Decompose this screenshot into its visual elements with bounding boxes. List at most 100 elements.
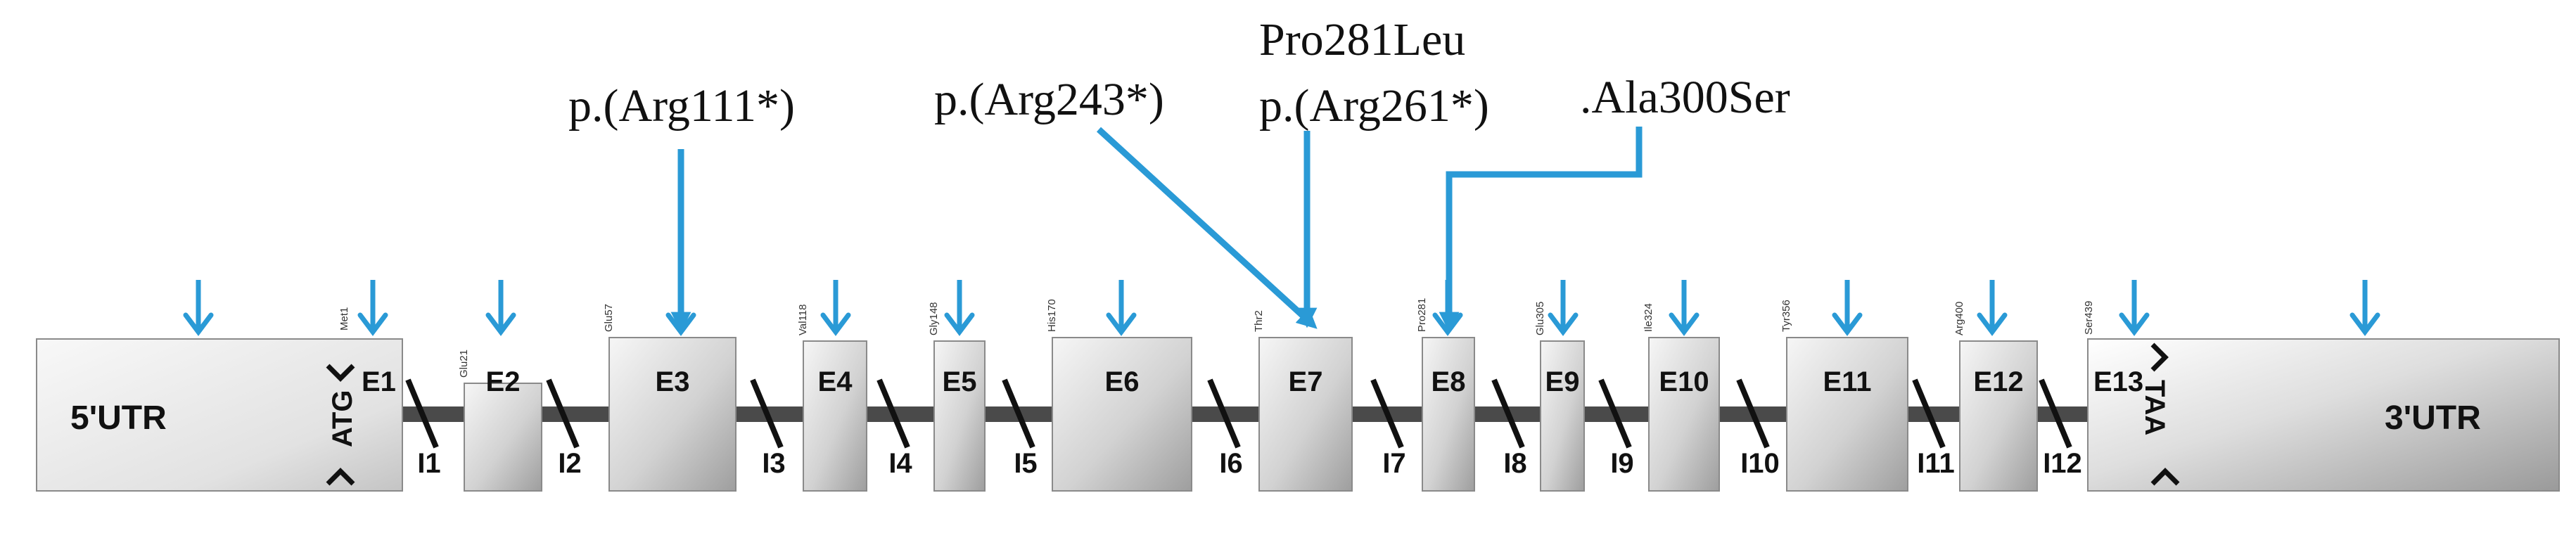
intron-label: I12 [2043,448,2082,479]
variant-label-pro281leu: Pro281Leu [1259,14,1465,65]
exon-residue-label: Pro281 [1416,298,1428,332]
variant-arrow-ala300ser [1439,127,1643,333]
exon-label: E13 [2093,366,2143,397]
intron-i11: I11 [1912,378,1955,479]
variant-label-ala300ser: .Ala300Ser [1580,72,1790,123]
exon-residue-label: Arg400 [1953,302,1965,335]
exon-boundary-arrow-icon [2349,280,2380,336]
exon-box [1052,337,1192,492]
start-codon-marker: ATG [326,364,358,486]
intron-i3: I3 [750,378,786,479]
exon-boundary-arrow-icon [485,280,516,336]
exon-e8: E8 Pro281 [1416,298,1475,492]
stop-codon-lower-chevron-icon [2150,468,2180,486]
intron-break-mark [546,378,580,449]
exon-boundary-arrow-icon [357,280,388,336]
exon-box [1422,337,1475,492]
exon-box [1540,340,1585,492]
intron-label: I7 [1382,448,1405,479]
intron-break-mark [750,378,784,449]
exon-residue-label: His170 [1046,299,1058,332]
exon-boundary-arrow-icon [183,280,214,336]
exon-label: E1 [362,366,396,397]
exon-label: E8 [1432,366,1466,397]
intron-label: I2 [558,448,581,479]
exon-residue-label: Val118 [797,305,809,335]
variant-label-arg261: p.(Arg261*) [1259,80,1489,132]
utr-5-region: 5'UTR [36,338,403,492]
exon-e5: E5 Gly148 [928,302,986,492]
exon-boundary-arrow-icon [820,280,851,336]
exon-residue-label: Glu305 [1534,302,1546,335]
intron-i6: I6 [1207,378,1243,479]
exon-e2: E2 Glu21 [458,350,542,492]
intron-label: I8 [1503,448,1526,479]
intron-label: I3 [762,448,785,479]
exon-boundary-arrow-icon [1669,280,1700,336]
variant-label-arg111: p.(Arg111*) [568,80,795,132]
intron-label: I6 [1219,448,1242,479]
exon-box [464,383,542,492]
intron-i7: I7 [1370,378,1406,479]
intron-i12: I12 [2039,378,2082,479]
exon-residue-label: Gly148 [928,302,940,335]
variant-label-arg243: p.(Arg243*) [934,74,1164,125]
intron-break-mark [1207,378,1241,449]
intron-break-mark [405,378,439,449]
variant-arrow-arg243 [1096,127,1318,329]
utr-3-label: 3'UTR [2385,399,2481,437]
stop-codon-marker: TAA [2139,342,2180,486]
intron-i2: I2 [546,378,582,479]
utr-3-region: 3'UTR [2087,338,2560,492]
intron-i4: I4 [876,378,912,479]
utr-5-label: 5'UTR [70,399,167,437]
exon-label: E5 [943,366,977,397]
exon-box [1786,337,1908,492]
intron-label: I4 [888,448,912,479]
stop-codon-label: TAA [2139,380,2170,435]
intron-i9: I9 [1598,378,1634,479]
exon-boundary-arrow-icon [1106,280,1137,336]
intron-break-mark [876,378,910,449]
exon-residue-label: Met1 [338,307,350,331]
exon-label: E7 [1289,366,1323,397]
intron-label: I1 [417,448,440,479]
exon-residue-label: Thr2 [1253,310,1265,332]
exon-residue-label: Glu21 [458,350,470,378]
exon-boundary-arrow-icon [944,280,975,336]
intron-break-mark [1491,378,1525,449]
intron-break-mark [1002,378,1035,449]
exon-e9: E9 Glu305 [1534,302,1585,492]
exon-boundary-arrow-icon [2119,280,2150,336]
intron-label: I5 [1014,448,1037,479]
intron-i8: I8 [1491,378,1527,479]
exon-box [803,340,867,492]
exon-label: E6 [1105,366,1140,397]
intron-break-mark [1598,378,1632,449]
start-codon-label: ATG [327,390,358,447]
exon-e1: E1 Met1 [338,307,396,397]
intron-break-mark [2039,378,2072,449]
exon-e11: E11 Tyr356 [1780,300,1908,492]
intron-break-mark [1370,378,1404,449]
start-codon-lower-chevron-icon [326,468,355,486]
exon-residue-label: Ile324 [1643,303,1654,332]
exon-box [608,337,737,492]
exon-label: E2 [486,366,521,397]
exon-boundary-arrow-icon [1548,280,1579,336]
exon-e13: E13 Ser439 [2083,301,2143,397]
intron-break-mark [1912,378,1946,449]
intron-label: I9 [1610,448,1633,479]
intron-i10: I10 [1736,378,1780,479]
exon-residue-label: Tyr356 [1780,300,1792,332]
exon-label: E9 [1545,366,1580,397]
exon-label: E11 [1823,366,1872,397]
exon-residue-label: Ser439 [2083,301,2095,335]
exon-boundary-arrow-icon [1832,280,1863,336]
variant-annotations: p.(Arg111*) p.(Arg243*) Pro281Leu p.(Arg… [568,14,1790,333]
intron-break-mark [1736,378,1770,449]
exon-label: E12 [1973,366,2023,397]
intron-label: I11 [1917,448,1954,479]
